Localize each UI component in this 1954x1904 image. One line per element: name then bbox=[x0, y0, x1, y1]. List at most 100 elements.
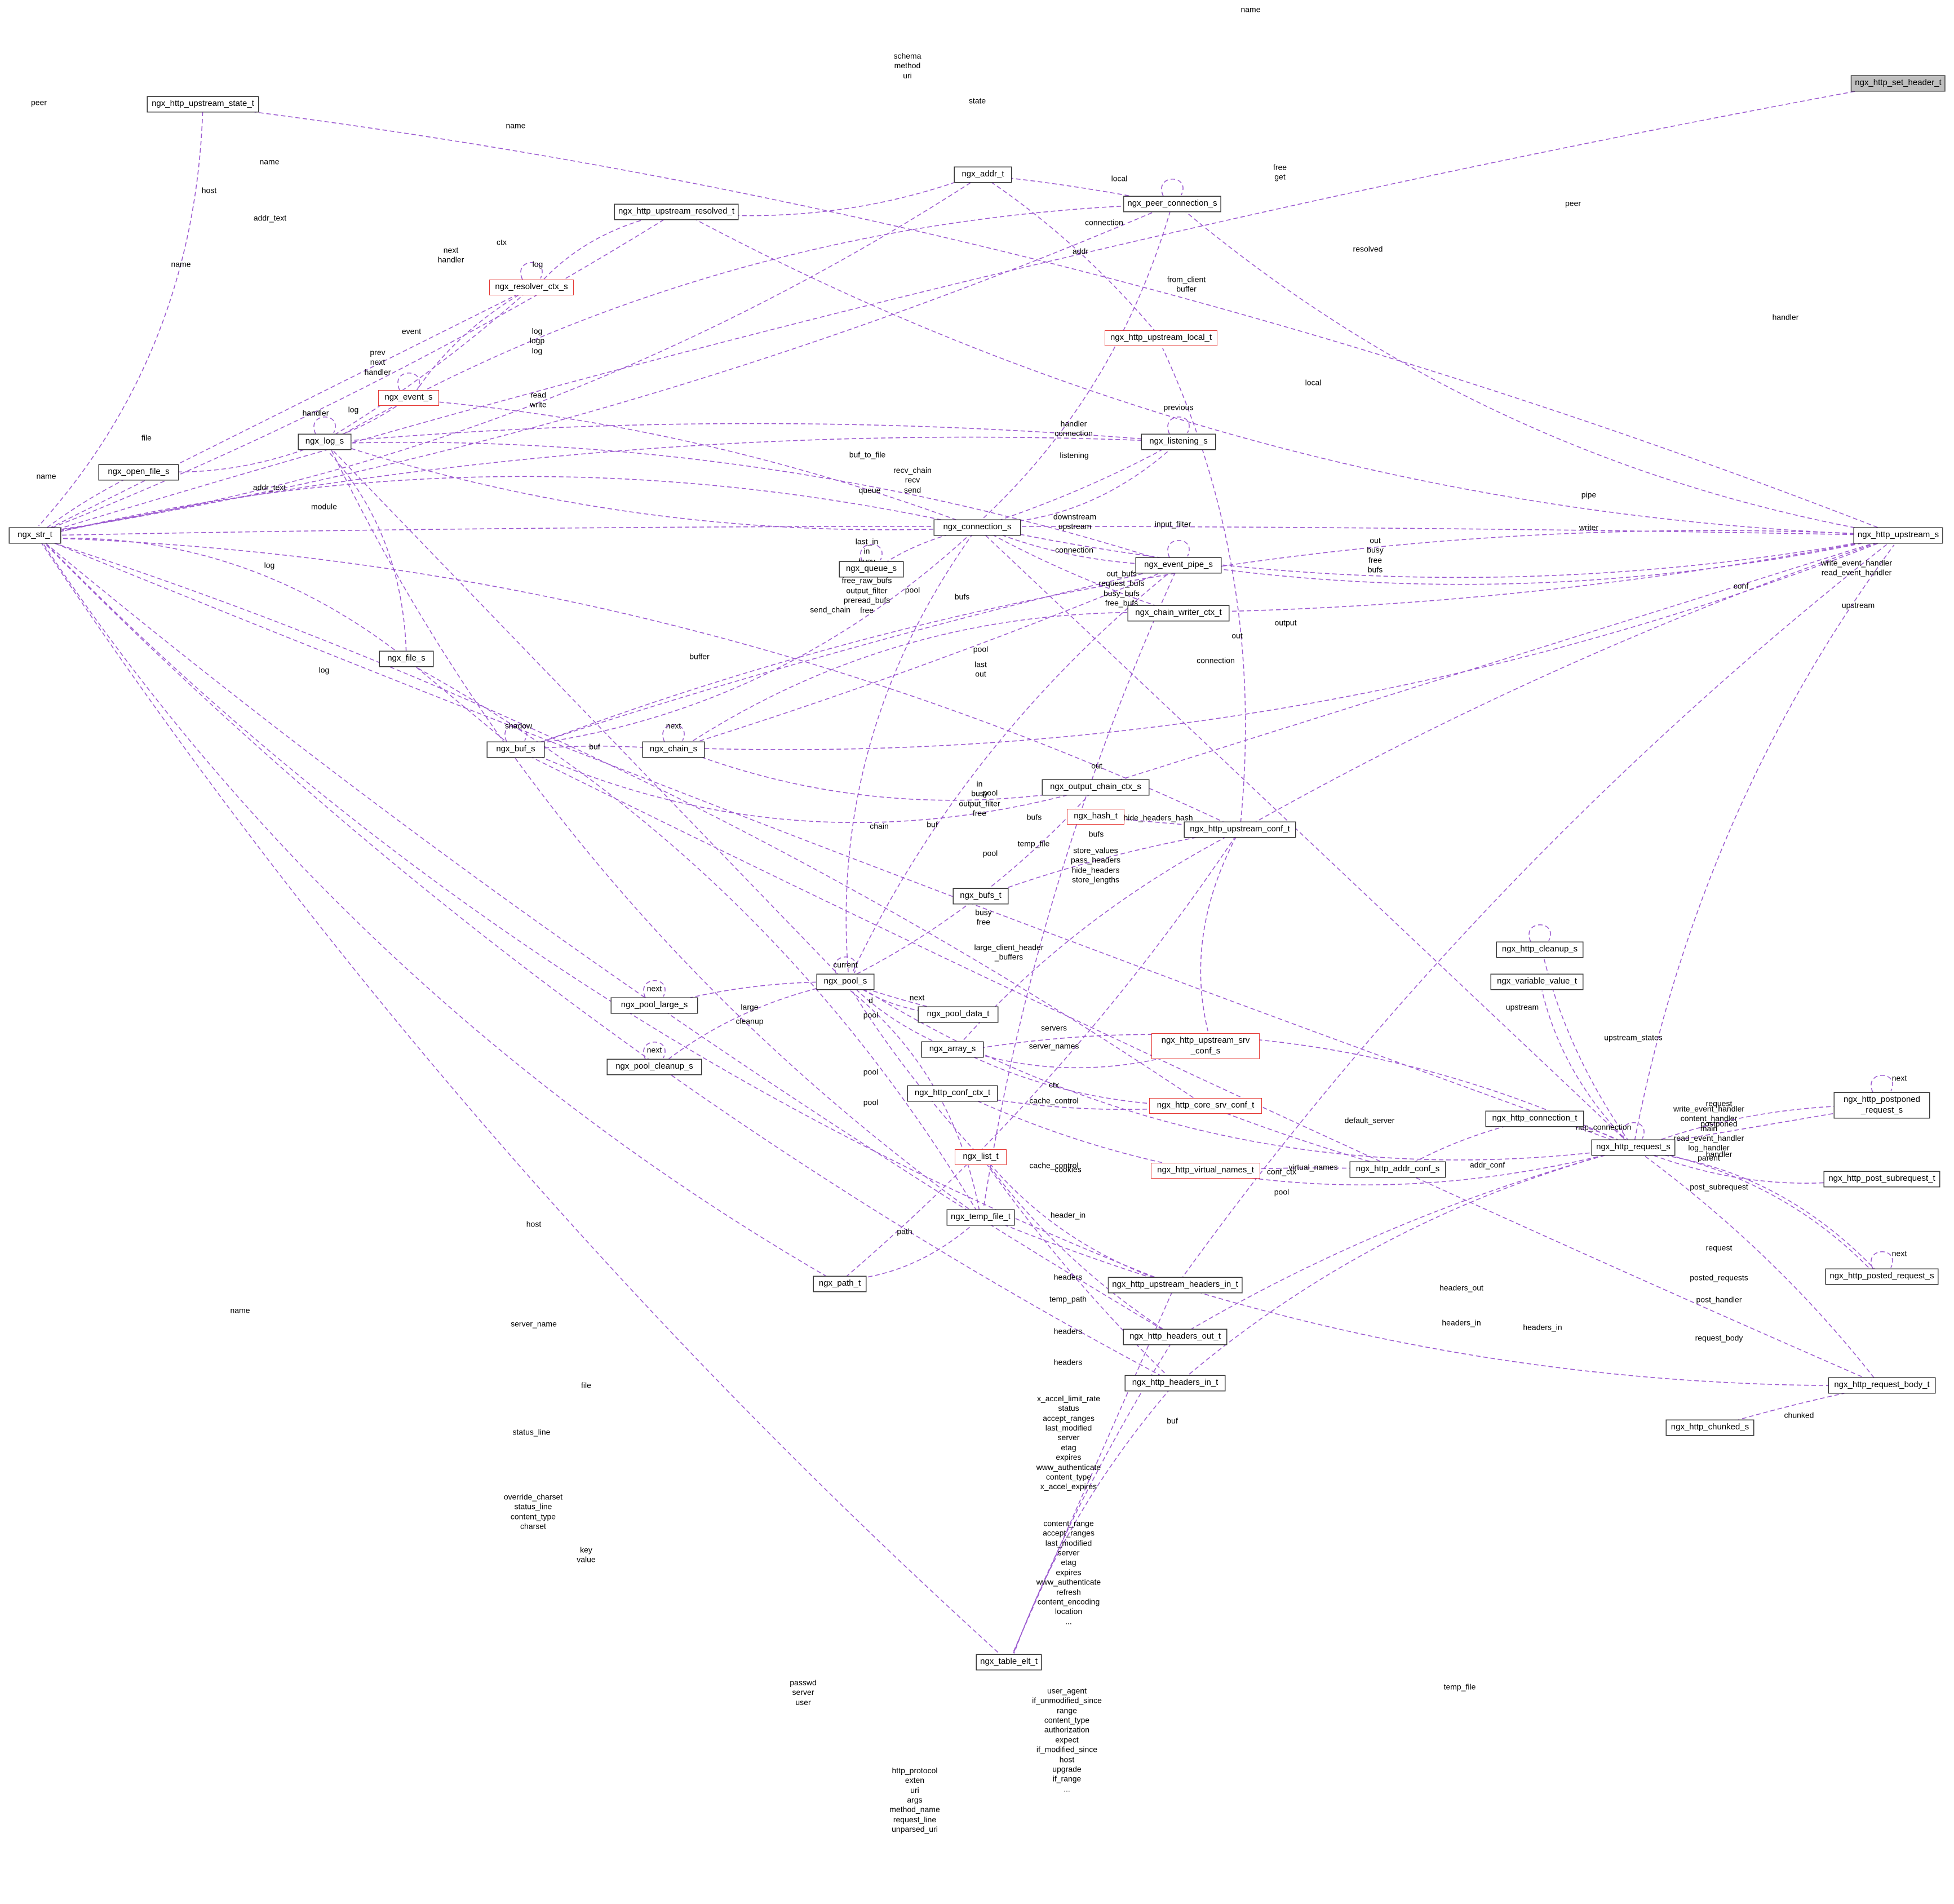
node-bufs[interactable]: ngx_bufs_t bbox=[953, 888, 1008, 904]
node-req[interactable]: ngx_http_request_s bbox=[1592, 1140, 1675, 1155]
edge-req-posted bbox=[1633, 1147, 1873, 1273]
edge-addr-str bbox=[44, 174, 983, 533]
edge-listening-listening bbox=[1167, 417, 1190, 435]
edge-pool-pool_cleanup bbox=[663, 981, 846, 1064]
edge-temp_file-pool bbox=[850, 990, 981, 1218]
edge-resolver-event bbox=[415, 287, 532, 392]
node-chunked[interactable]: ngx_http_chunked_s bbox=[1666, 1420, 1754, 1436]
edge-resolved-resolver bbox=[540, 211, 677, 284]
node-cleanup[interactable]: ngx_http_cleanup_s bbox=[1496, 942, 1583, 958]
edge-listening-str bbox=[45, 436, 1179, 535]
node-var_val[interactable]: ngx_variable_value_t bbox=[1491, 974, 1583, 990]
node-ups[interactable]: ngx_http_upstream_s bbox=[1853, 528, 1943, 543]
node-pool_data[interactable]: ngx_pool_data_t bbox=[918, 1007, 998, 1022]
node-temp_file[interactable]: ngx_temp_file_t bbox=[947, 1210, 1014, 1225]
edge-ups-resolved bbox=[686, 214, 1899, 536]
edge-pool-log bbox=[331, 449, 846, 982]
edge-event-event bbox=[397, 373, 420, 391]
edge-temp_file-log bbox=[330, 449, 981, 1218]
edge-ups_state-str bbox=[38, 104, 203, 526]
node-pipe[interactable]: ngx_event_pipe_s bbox=[1136, 557, 1221, 573]
node-uhdrs_in[interactable]: ngx_http_upstream_headers_in_t bbox=[1108, 1277, 1242, 1293]
node-resolver[interactable]: ngx_resolver_ctx_s bbox=[489, 280, 574, 295]
edge-listening-conn bbox=[986, 441, 1179, 524]
edge-req-ups bbox=[1633, 544, 1895, 1148]
node-listening[interactable]: ngx_listening_s bbox=[1141, 434, 1216, 450]
edge-resolver-str bbox=[43, 287, 532, 532]
node-virtual[interactable]: ngx_http_virtual_names_t bbox=[1151, 1163, 1260, 1179]
edge-ups-occ bbox=[1105, 535, 1899, 785]
node-resolved[interactable]: ngx_http_upstream_resolved_t bbox=[614, 204, 738, 220]
node-core_srv[interactable]: ngx_http_core_srv_conf_t bbox=[1149, 1098, 1262, 1114]
edge-hdrs_out-str bbox=[43, 541, 1176, 1338]
node-req_body[interactable]: ngx_http_request_body_t bbox=[1828, 1378, 1935, 1393]
node-chain[interactable]: ngx_chain_s bbox=[643, 742, 704, 758]
node-pool[interactable]: ngx_pool_s bbox=[817, 974, 874, 990]
edge-uhdrs_in-table bbox=[1012, 1285, 1176, 1653]
node-buf[interactable]: ngx_buf_s bbox=[487, 742, 544, 758]
node-peer[interactable]: ngx_peer_connection_s bbox=[1123, 196, 1221, 212]
node-open_file[interactable]: ngx_open_file_s bbox=[99, 464, 179, 480]
edge-ups_conf-array bbox=[960, 829, 1240, 1044]
node-ups_local[interactable]: ngx_http_upstream_local_t bbox=[1105, 330, 1217, 346]
edge-chain-buf bbox=[525, 745, 674, 750]
edge-peer-str bbox=[45, 203, 1173, 533]
edge-hdrs_in-table bbox=[1013, 1383, 1176, 1654]
edge-core_srv-str bbox=[43, 539, 1206, 1106]
node-addr_conf[interactable]: ngx_http_addr_conf_s bbox=[1350, 1162, 1446, 1177]
node-cw[interactable]: ngx_chain_writer_ctx_t bbox=[1128, 605, 1229, 621]
node-addr[interactable]: ngx_addr_t bbox=[954, 167, 1012, 183]
node-occ[interactable]: ngx_output_chain_ctx_s bbox=[1042, 780, 1149, 795]
node-conf_ctx[interactable]: ngx_http_conf_ctx_t bbox=[907, 1086, 998, 1101]
edge-ups-ups_state bbox=[212, 106, 1899, 536]
edge-occ-chain bbox=[683, 750, 1096, 801]
edge-temp_file-path bbox=[849, 1217, 981, 1281]
node-conn[interactable]: ngx_connection_s bbox=[934, 520, 1021, 535]
node-file[interactable]: ngx_file_s bbox=[379, 651, 433, 667]
edge-pool_large-pool_large bbox=[643, 980, 666, 998]
node-set_header[interactable]: ngx_http_set_header_t bbox=[1851, 76, 1946, 91]
node-post_sub[interactable]: ngx_http_post_subrequest_t bbox=[1824, 1171, 1940, 1187]
edge-posted-posted bbox=[1871, 1251, 1893, 1269]
node-hdrs_out[interactable]: ngx_http_headers_out_t bbox=[1123, 1329, 1227, 1345]
node-hdrs_in[interactable]: ngx_http_headers_in_t bbox=[1125, 1375, 1225, 1391]
node-hash[interactable]: ngx_hash_t bbox=[1067, 809, 1124, 825]
node-array[interactable]: ngx_array_s bbox=[921, 1042, 983, 1057]
edge-ups-uhdrs_in bbox=[1181, 535, 1899, 1278]
edge-req-hdrs_in bbox=[1184, 1147, 1634, 1379]
node-event[interactable]: ngx_event_s bbox=[378, 390, 439, 406]
edge-conn-queue bbox=[880, 527, 978, 566]
edge-req-var_val bbox=[1541, 990, 1634, 1148]
edge-ups_conf-ups_srv bbox=[1200, 829, 1240, 1031]
edge-ups-ups_conf bbox=[1249, 535, 1899, 826]
node-ups_conf[interactable]: ngx_http_upstream_conf_t bbox=[1184, 822, 1296, 838]
edge-hdrs_in-list bbox=[987, 1164, 1176, 1384]
node-postponed[interactable]: ngx_http_postponed _request_s bbox=[1834, 1092, 1930, 1118]
node-list[interactable]: ngx_list_t bbox=[955, 1149, 1007, 1165]
edge-ups_srv-array bbox=[962, 1046, 1206, 1069]
node-posted[interactable]: ngx_http_posted_request_s bbox=[1825, 1269, 1938, 1285]
node-path[interactable]: ngx_path_t bbox=[813, 1276, 866, 1292]
edge-ups_local-addr bbox=[990, 181, 1162, 339]
node-pool_large[interactable]: ngx_pool_large_s bbox=[611, 998, 698, 1013]
edge-pipe-buf bbox=[525, 565, 1179, 747]
node-http_conn[interactable]: ngx_http_connection_t bbox=[1486, 1111, 1584, 1127]
node-queue[interactable]: ngx_queue_s bbox=[839, 561, 903, 577]
node-ups_state[interactable]: ngx_http_upstream_state_t bbox=[147, 96, 259, 112]
node-pool_cleanup[interactable]: ngx_pool_cleanup_s bbox=[607, 1059, 702, 1075]
node-log[interactable]: ngx_log_s bbox=[298, 434, 351, 450]
edge-pipe-log bbox=[334, 441, 1179, 566]
edge-conn-listening bbox=[977, 445, 1169, 528]
edge-listening-log bbox=[334, 423, 1179, 442]
edge-pool_data-pool bbox=[854, 984, 959, 1015]
edge-cleanup-cleanup bbox=[1528, 924, 1551, 942]
edge-pipe-chain bbox=[683, 565, 1179, 747]
node-table[interactable]: ngx_table_elt_t bbox=[976, 1654, 1042, 1670]
edge-conn-event bbox=[418, 400, 978, 528]
node-ups_srv[interactable]: ngx_http_upstream_srv _conf_s bbox=[1151, 1033, 1260, 1059]
node-str[interactable]: ngx_str_t bbox=[9, 528, 61, 543]
edge-resolved-str bbox=[43, 211, 677, 532]
edge-ups_conf-ups_local bbox=[1162, 348, 1246, 830]
edge-table-str bbox=[41, 543, 1009, 1663]
